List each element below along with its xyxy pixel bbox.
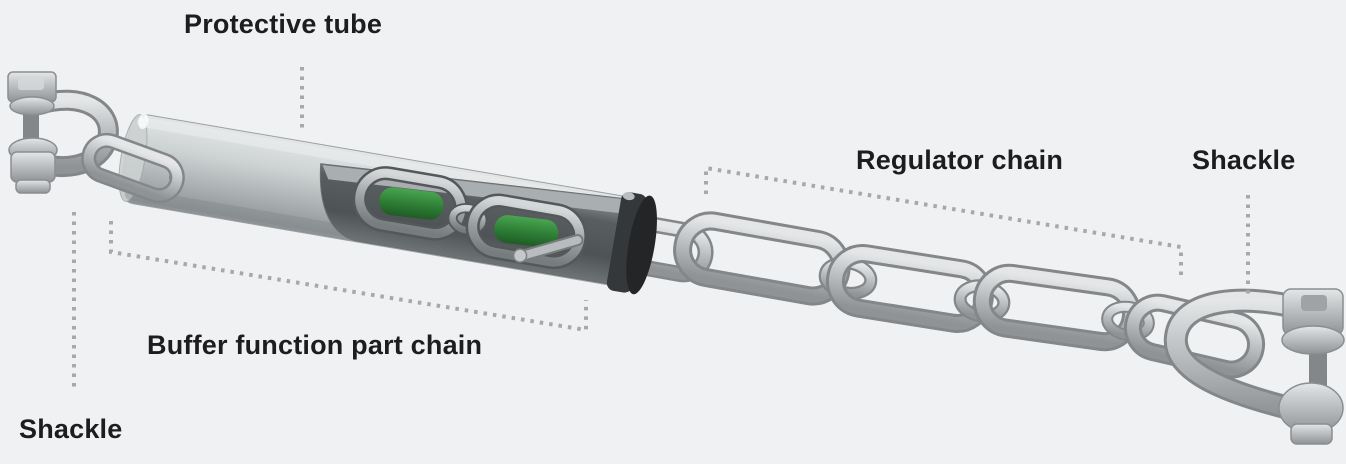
label-regulator-chain: Regulator chain — [856, 145, 1064, 175]
leader-lines — [72, 67, 1250, 390]
label-shackle-left: Shackle — [19, 414, 123, 444]
elastomer-insert — [494, 215, 559, 248]
protective-tube-illustration — [118, 113, 657, 295]
leader-regulator-chain — [704, 165, 1183, 276]
label-protective-tube: Protective tube — [184, 9, 383, 39]
tube-end-cap — [606, 191, 657, 295]
label-buffer-function-part-chain: Buffer function part chain — [147, 330, 483, 360]
connector-link — [81, 132, 185, 204]
regulator-chain-illustration — [620, 211, 1266, 379]
tube-lever — [512, 234, 584, 263]
left-shackle-illustration — [7, 71, 185, 204]
elastomer-insert — [379, 187, 444, 220]
shackle-nut — [10, 151, 56, 183]
highlight-glint — [138, 113, 149, 130]
label-shackle-right: Shackle — [1192, 145, 1296, 175]
right-shackle-illustration — [1163, 288, 1345, 445]
